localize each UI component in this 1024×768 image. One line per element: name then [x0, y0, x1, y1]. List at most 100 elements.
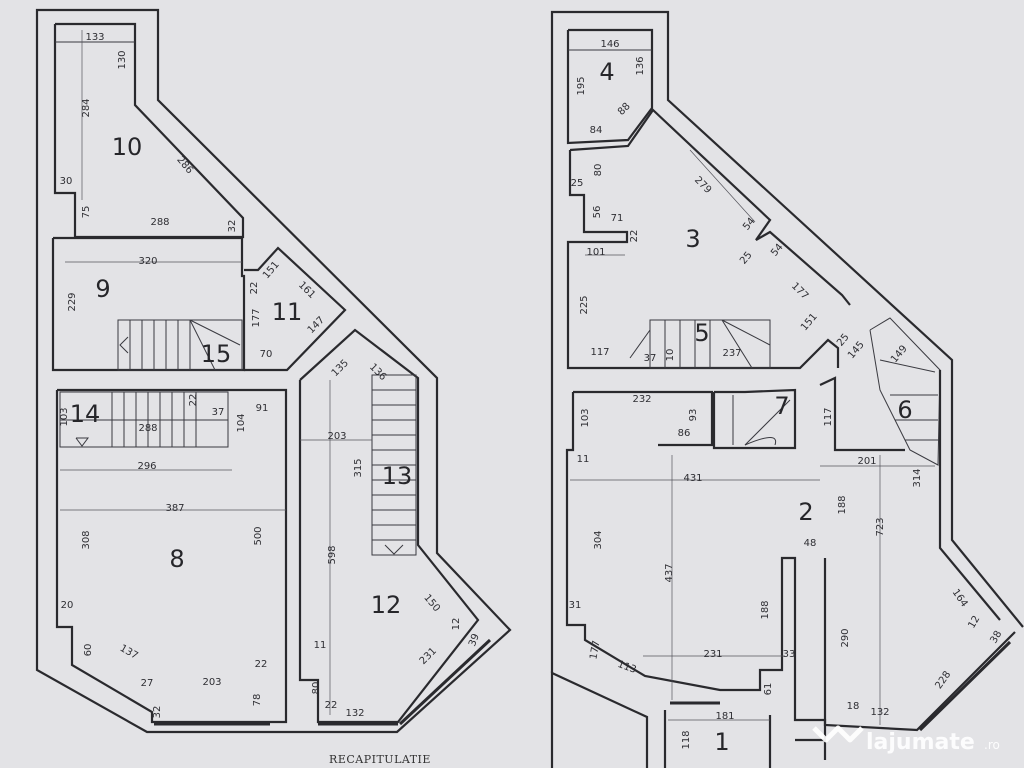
dimension-label: 229 — [67, 292, 78, 311]
dimension-label: 133 — [85, 32, 104, 43]
dimension-label: 117 — [590, 347, 609, 358]
dimension-label: 177 — [789, 281, 810, 302]
dimension-label: 181 — [715, 711, 734, 722]
dimension-label: 25 — [571, 178, 584, 189]
dimension-label: 88 — [616, 101, 633, 118]
dimension-label: 93 — [688, 409, 699, 422]
room-label: 3 — [685, 225, 700, 253]
dimension-label: 500 — [253, 526, 264, 545]
left-building-walls — [35, 8, 512, 734]
dimension-label: 71 — [611, 213, 624, 224]
room-label: 15 — [201, 340, 232, 368]
stair-6 — [869, 317, 941, 466]
dimension-label: 37 — [212, 407, 225, 418]
dimension-label: 38 — [988, 629, 1004, 646]
dimension-label: 225 — [579, 295, 590, 314]
dimension-label: 136 — [635, 56, 646, 75]
dimension-label: 22 — [188, 394, 199, 407]
dimension-label: 25 — [835, 332, 852, 349]
stair-13 — [371, 374, 417, 556]
dimension-label: 231 — [418, 646, 439, 667]
room-label: 11 — [272, 298, 303, 326]
dimension-label: 37 — [644, 353, 657, 364]
watermark-brand: lajumate — [866, 730, 975, 755]
dimension-label: 22 — [629, 230, 640, 243]
dimension-label: 33 — [783, 649, 796, 660]
room-label: 5 — [694, 319, 709, 347]
dimension-label: 12 — [966, 614, 982, 631]
dimension-label: 288 — [138, 423, 157, 434]
dimension-label: 228 — [933, 669, 953, 691]
dimension-label: 231 — [703, 649, 722, 660]
dimension-label: 48 — [804, 538, 817, 549]
dimension-label: 22 — [249, 282, 260, 295]
dimension-label: 117 — [823, 407, 834, 426]
dimension-label: 723 — [875, 517, 886, 536]
dimension-label: 80 — [593, 164, 604, 177]
dimension-label: 437 — [664, 563, 675, 582]
dimension-label: 10 — [665, 349, 676, 362]
dimension-label: 104 — [236, 413, 247, 432]
dimension-label: 288 — [150, 217, 169, 228]
dimension-label: 232 — [632, 394, 651, 405]
room-label: 6 — [897, 396, 912, 424]
dimension-label: 296 — [137, 461, 156, 472]
dimension-label: 149 — [889, 343, 910, 365]
room-label: 13 — [382, 462, 413, 490]
dimension-label: 39 — [467, 632, 482, 648]
dimension-label: 598 — [327, 545, 338, 564]
room-label: 1 — [714, 728, 729, 756]
dimension-label: 150 — [421, 592, 442, 614]
dimension-label: 86 — [678, 428, 691, 439]
dimension-label: 177 — [251, 308, 262, 327]
right-building-walls — [550, 10, 1024, 768]
dimension-label: 103 — [580, 408, 591, 427]
dimension-label: 113 — [616, 659, 638, 676]
lajumate-logo-icon — [812, 725, 864, 743]
dimension-label: 91 — [256, 403, 269, 414]
dimension-label: 308 — [81, 530, 92, 549]
dimension-label: 70 — [260, 349, 273, 360]
dimension-label: 290 — [840, 628, 851, 647]
dimension-label: 284 — [81, 98, 92, 117]
dimension-label: 84 — [590, 125, 603, 136]
dimension-label: 12 — [451, 618, 462, 631]
recapitulatie-caption: RECAPITULATIE — [329, 753, 431, 766]
room-label: 4 — [599, 58, 614, 86]
dimension-label: 101 — [586, 247, 605, 258]
room-label: 10 — [112, 133, 143, 161]
dimension-label: 31 — [569, 600, 582, 611]
dimension-label: 30 — [60, 176, 73, 187]
right-room-labels: 4 3 5 6 7 2 1 — [599, 58, 912, 756]
dimension-label: 75 — [81, 206, 92, 219]
dimension-label: 132 — [870, 707, 889, 718]
stair-15 — [117, 319, 243, 371]
dimension-label: 137 — [118, 643, 140, 662]
dimension-label: 286 — [174, 154, 195, 176]
dimension-label: 20 — [61, 600, 74, 611]
dimension-label: 32 — [227, 220, 238, 233]
dimension-label: 60 — [83, 644, 94, 657]
dimension-label: 22 — [325, 700, 338, 711]
dimension-label: 130 — [117, 50, 128, 69]
dimension-label: 78 — [252, 694, 263, 707]
dimension-label: 56 — [592, 206, 603, 219]
dimension-label: 237 — [722, 348, 741, 359]
dimension-label: 315 — [353, 458, 364, 477]
lajumate-watermark: lajumate .ro — [812, 725, 1000, 755]
room-label: 2 — [798, 498, 813, 526]
dimension-label: 203 — [202, 677, 221, 688]
dimension-label: 145 — [846, 339, 867, 361]
stair-14 — [59, 391, 229, 448]
room-label: 9 — [95, 275, 110, 303]
dimension-label: 135 — [330, 358, 351, 379]
dimension-label: 314 — [912, 468, 923, 487]
dimension-label: 188 — [760, 600, 771, 619]
left-room-labels: 10 9 11 15 14 8 13 12 — [70, 133, 413, 619]
dimension-label: 201 — [857, 456, 876, 467]
dimension-label: 279 — [692, 175, 713, 196]
room-label: 12 — [371, 591, 402, 619]
room-label: 8 — [169, 545, 184, 573]
dimension-label: 195 — [576, 76, 587, 95]
